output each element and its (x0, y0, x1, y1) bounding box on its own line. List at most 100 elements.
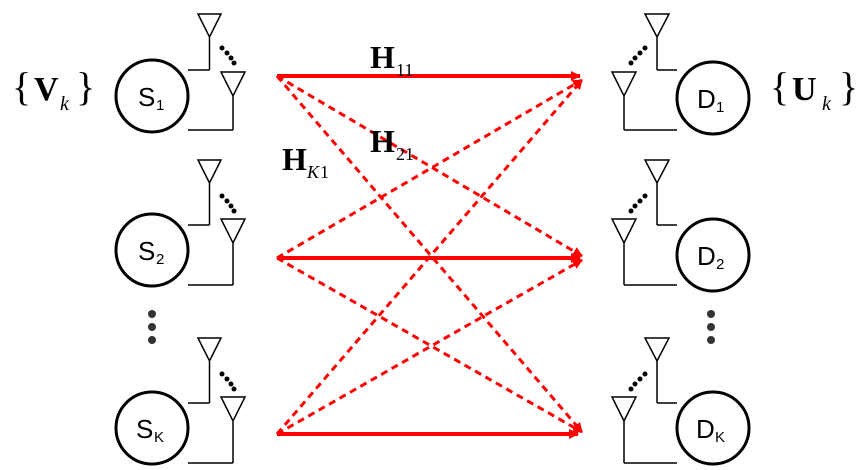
destination-ellipsis (707, 310, 715, 344)
source-ellipsis (148, 310, 156, 344)
antenna-array-d2 (610, 159, 677, 286)
cross-link-s1-dk (275, 75, 584, 433)
dot-icon (224, 50, 230, 56)
decoder-symbol: U (792, 71, 817, 108)
antenna-icon (196, 13, 223, 70)
dot-icon (228, 55, 234, 61)
channel-links (275, 71, 584, 439)
dot-icon (224, 376, 230, 382)
precoder-set-label: { V k } (12, 64, 95, 115)
dot-icon (632, 203, 638, 209)
h11-subscript: 11 (396, 60, 413, 80)
destination-circle-k (675, 390, 751, 466)
dot-icon (628, 386, 634, 392)
h21-symbol: H (370, 123, 395, 159)
antenna-icon (610, 71, 638, 130)
hk1-subscript-k: K (306, 162, 320, 182)
h11-symbol: H (370, 39, 395, 75)
precoder-symbol: V (34, 71, 59, 108)
cross-link-sk-d1 (275, 79, 584, 435)
dot-icon (707, 310, 715, 318)
antenna-icon (643, 337, 671, 403)
source-circle-2 (114, 212, 190, 288)
precoder-open-brace: { (12, 64, 31, 109)
cross-link-sk-d2 (276, 258, 583, 436)
antenna-icon (219, 396, 247, 463)
source-label-1: S (138, 82, 155, 112)
dot-icon (642, 45, 648, 51)
dot-icon (632, 55, 638, 61)
antenna-array-dk (610, 337, 677, 464)
dot-icon (219, 193, 225, 199)
source-label-k: S (136, 414, 153, 444)
dot-icon (628, 208, 634, 214)
antenna-array-d1 (610, 13, 677, 131)
dot-icon (224, 198, 230, 204)
dot-icon (231, 208, 237, 214)
dot-icon (219, 45, 225, 51)
dot-icon (231, 60, 237, 66)
antenna-icon (196, 337, 223, 403)
dot-icon (642, 371, 648, 377)
destination-sub-k: K (715, 429, 725, 446)
destination-circle-2 (675, 217, 751, 293)
cross-link-s2-dk (276, 256, 583, 434)
destination-label-2: D (697, 241, 716, 271)
dot-icon (148, 336, 156, 344)
source-circle-k (114, 390, 190, 466)
hk1-symbol: H (282, 141, 307, 177)
h21-subscript: 21 (396, 144, 414, 164)
channel-label-h21: H 21 (370, 123, 414, 164)
dot-icon (637, 50, 643, 56)
source-node-1: S 1 (114, 13, 247, 134)
decoder-subscript: k (822, 93, 832, 115)
destination-node-2: D 2 (610, 159, 751, 293)
antenna-array-s2 (188, 159, 247, 286)
source-sub-k: K (154, 429, 164, 446)
antenna-array-s1 (188, 13, 247, 131)
antenna-icon (643, 159, 671, 225)
antenna-icon (219, 71, 247, 130)
source-node-2: S 2 (114, 159, 247, 288)
decoder-open-brace: { (770, 64, 789, 109)
dot-icon (148, 310, 156, 318)
precoder-subscript: k (60, 93, 70, 115)
dot-icon (637, 376, 643, 382)
destination-sub-1: 1 (716, 99, 724, 116)
cross-link-s2-d1 (276, 78, 583, 260)
dot-icon (707, 336, 715, 344)
decoder-close-brace: } (839, 64, 858, 109)
antenna-icon (219, 218, 247, 285)
decoder-set-label: { U k } (770, 64, 858, 115)
source-circle-1 (114, 58, 190, 134)
dot-icon (219, 371, 225, 377)
antenna-icon (610, 396, 638, 463)
destination-sub-2: 2 (716, 256, 724, 273)
antenna-icon (610, 218, 638, 285)
destination-circle-1 (675, 60, 751, 136)
source-node-k: S K (114, 337, 247, 466)
dot-icon (632, 381, 638, 387)
precoder-close-brace: } (76, 64, 95, 109)
dot-icon (637, 198, 643, 204)
source-label-2: S (138, 236, 155, 266)
channel-label-hk1: H K 1 (282, 141, 329, 182)
destination-label-k: D (696, 414, 715, 444)
source-sub-2: 2 (156, 251, 164, 268)
dot-icon (707, 323, 715, 331)
hk1-subscript-1: 1 (320, 162, 329, 182)
dot-icon (231, 386, 237, 392)
antenna-array-sk (188, 337, 247, 464)
dot-icon (228, 203, 234, 209)
dot-icon (642, 193, 648, 199)
destination-node-k: D K (610, 337, 751, 466)
dot-icon (228, 381, 234, 387)
antenna-icon (196, 159, 223, 225)
channel-label-h11: H 11 (370, 39, 413, 80)
destination-label-1: D (697, 84, 716, 114)
dot-icon (148, 323, 156, 331)
destination-node-1: D 1 (610, 13, 751, 136)
dot-icon (628, 60, 634, 66)
antenna-icon (643, 13, 671, 70)
